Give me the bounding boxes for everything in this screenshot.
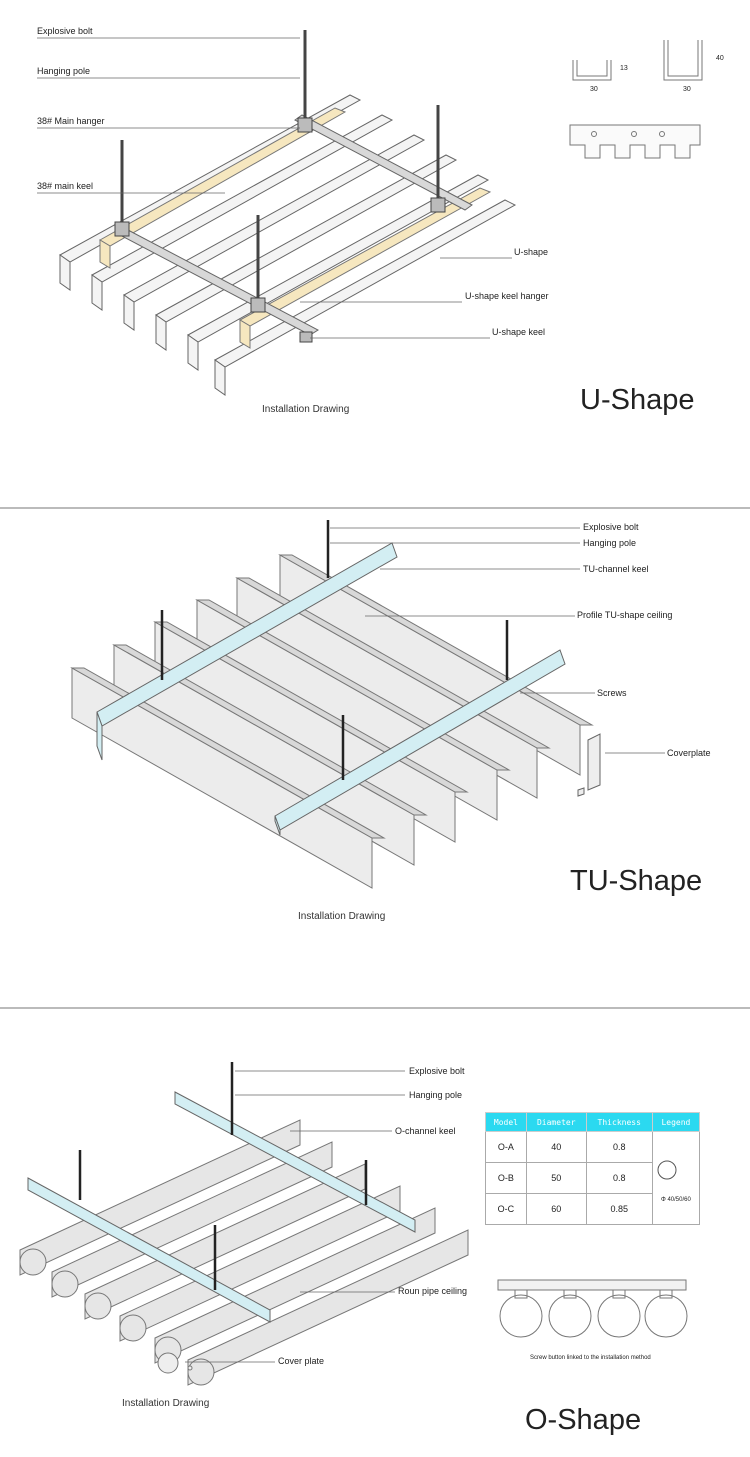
- divider-1: [0, 507, 750, 509]
- u-shape-title: U-Shape: [580, 384, 695, 416]
- o-label-cover: Cover plate: [278, 1356, 325, 1366]
- o-shape-caption: Installation Drawing: [122, 1398, 210, 1409]
- label-explosive-bolt: Explosive bolt: [37, 26, 93, 36]
- dim-30-b: 30: [683, 86, 691, 93]
- cell-diameter: 50: [525, 1162, 587, 1194]
- dim-13: 13: [620, 65, 628, 72]
- dim-30-a: 30: [590, 86, 598, 93]
- cell-thickness: 0.8: [585, 1131, 653, 1163]
- label-keel-hanger: U-shape keel hanger: [465, 291, 549, 301]
- label-u-shape: U-shape: [514, 247, 549, 257]
- screw-note: Screw button linked to the installation …: [530, 1355, 651, 1361]
- cell-model: O-C: [485, 1193, 527, 1225]
- tu-shape-title: TU-Shape: [570, 865, 703, 897]
- th-model: Model: [485, 1112, 527, 1132]
- u-shape-panel: Explosive bolt Hanging pole 38# Main han…: [0, 0, 750, 505]
- tu-label-channel-keel: TU-channel keel: [583, 564, 649, 574]
- tu-label-profile: Profile TU-shape ceiling: [577, 610, 673, 620]
- o-label-pipe: Roun pipe ceiling: [398, 1286, 468, 1296]
- label-main-keel: 38# main keel: [37, 181, 94, 191]
- table-row: O-C 60 0.85: [485, 1193, 700, 1225]
- tu-shape-caption: Installation Drawing: [298, 911, 386, 922]
- tu-shape-drawing: [70, 520, 665, 889]
- th-legend: Legend: [651, 1112, 701, 1132]
- cell-diameter: 60: [525, 1193, 587, 1225]
- tu-label-coverplate: Coverplate: [667, 748, 711, 758]
- divider-2: [0, 1007, 750, 1009]
- label-u-keel: U-shape keel: [492, 327, 546, 337]
- cell-diameter: 40: [525, 1131, 587, 1163]
- label-main-hanger: 38# Main hanger: [37, 116, 105, 126]
- o-label-explosive-bolt: Explosive bolt: [409, 1066, 465, 1076]
- dim-40: 40: [716, 55, 724, 62]
- tu-label-screws: Screws: [597, 688, 627, 698]
- o-label-hanging-pole: Hanging pole: [409, 1090, 463, 1100]
- table-row: O-A 40 0.8 Φ 40/50/60: [485, 1131, 701, 1225]
- cell-model: O-A: [485, 1131, 527, 1163]
- cell-thickness: 0.85: [585, 1193, 653, 1225]
- o-label-channel-keel: O-channel keel: [395, 1126, 456, 1136]
- label-hanging-pole: Hanging pole: [37, 66, 91, 76]
- legend-text: Φ 40/50/60: [661, 1197, 691, 1203]
- o-shape-title: O-Shape: [525, 1404, 642, 1436]
- u-shape-drawing: [37, 30, 703, 396]
- tu-shape-panel: Explosive bolt Hanging pole TU-channel k…: [0, 510, 750, 1005]
- th-diameter: Diameter: [525, 1112, 587, 1132]
- tu-label-explosive-bolt: Explosive bolt: [583, 522, 639, 532]
- spec-table-header: Model Diameter Thickness Legend: [485, 1112, 701, 1132]
- cell-legend: Φ 40/50/60: [651, 1131, 701, 1225]
- cell-model: O-B: [485, 1162, 527, 1194]
- u-shape-caption: Installation Drawing: [262, 404, 350, 415]
- tu-label-hanging-pole: Hanging pole: [583, 538, 637, 548]
- th-thickness: Thickness: [585, 1112, 653, 1132]
- o-shape-panel: Explosive bolt Hanging pole O-channel ke…: [0, 1010, 750, 1457]
- spec-table: Model Diameter Thickness Legend O-A 40 0…: [485, 1112, 701, 1225]
- cell-thickness: 0.8: [585, 1162, 653, 1194]
- o-shape-drawing: [19, 1062, 688, 1386]
